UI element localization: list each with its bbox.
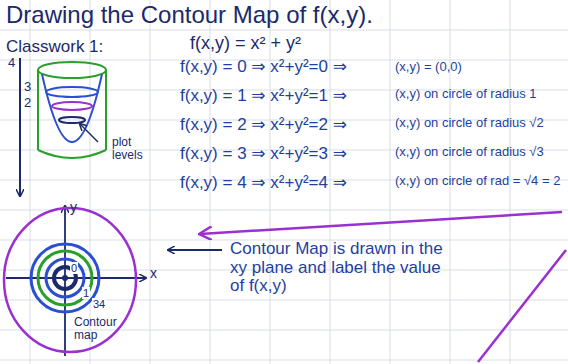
- axis-label: x: [150, 266, 157, 281]
- level-result: (x,y) on circle of radius √2: [395, 116, 563, 130]
- function-formula: f(x,y) = x² + y²: [190, 34, 301, 54]
- level-value: 0: [70, 262, 78, 274]
- title: Drawing the Contour Map of f(x,y).: [6, 2, 373, 28]
- axis-number: 4: [8, 56, 15, 70]
- contour-map: [4, 206, 146, 356]
- level-result: (x,y) on circle of radius √3: [395, 145, 563, 159]
- level-equation: f(x,y) = 1 ⇒ x²+y²=1 ⇒: [180, 87, 347, 106]
- level-equation: f(x,y) = 3 ⇒ x²+y²=3 ⇒: [180, 145, 347, 164]
- caption-note: Contour map: [74, 316, 126, 342]
- level-value: 34: [92, 298, 106, 310]
- level-equation: f(x,y) = 0 ⇒ x²+y²=0 ⇒: [180, 58, 347, 77]
- axis-number: 2: [24, 96, 31, 110]
- level-result: (x,y) on circle of rad = √4 = 2: [395, 174, 563, 188]
- axis-label: y: [70, 200, 77, 215]
- axis-number: 3: [24, 80, 31, 94]
- exercise-label: Classwork 1:: [6, 38, 103, 57]
- note: Contour Map is drawn in the xy plane and…: [230, 240, 458, 296]
- level-value: 1: [82, 287, 90, 299]
- highlight-arrow: [200, 212, 562, 234]
- level-equation: f(x,y) = 4 ⇒ x²+y²=4 ⇒: [180, 174, 347, 193]
- pointer-arrow: [168, 249, 222, 251]
- level-result: (x,y) on circle of radius 1: [395, 87, 563, 101]
- paraboloid-sketch: [20, 58, 106, 196]
- level-result: (x,y) = (0,0): [395, 60, 563, 74]
- note: plot levels: [112, 136, 162, 162]
- level-equation: f(x,y) = 2 ⇒ x²+y²=2 ⇒: [180, 116, 347, 135]
- highlight-stroke: [478, 250, 566, 362]
